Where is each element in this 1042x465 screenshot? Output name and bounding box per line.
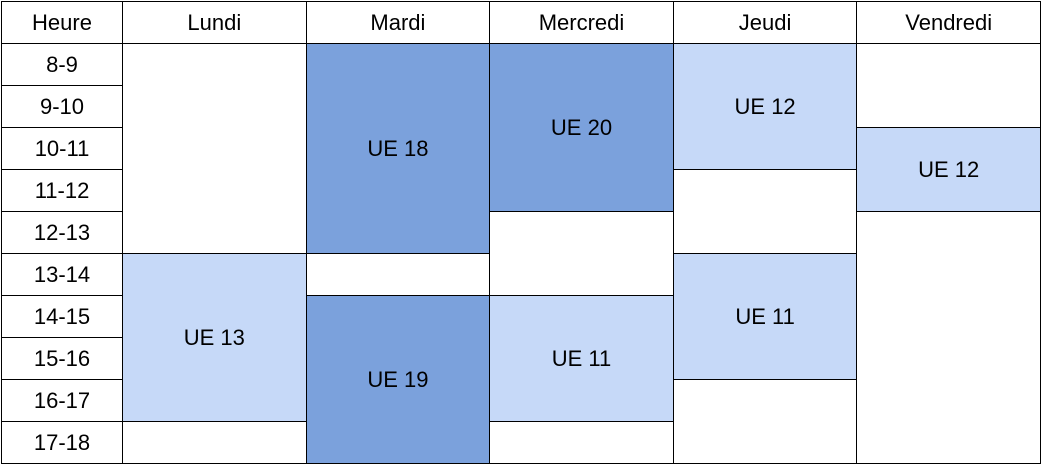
vendredi-free-early <box>856 43 1041 128</box>
hour-cell: 17-18 <box>0 421 124 464</box>
course-mercredi-ue20: UE 20 <box>489 43 674 212</box>
mardi-free-midday <box>305 253 491 296</box>
hour-cell: 15-16 <box>0 337 124 380</box>
hour-cell: 12-13 <box>0 211 124 254</box>
course-mercredi-ue11: UE 11 <box>489 295 674 422</box>
jeudi-free-late <box>672 379 858 464</box>
table-row: 10-11 UE 12 <box>0 127 1041 212</box>
mercredi-free-late <box>489 421 674 464</box>
table-row: 8-9 UE 18 UE 20 UE 12 <box>0 43 1041 254</box>
hour-cell: 14-15 <box>0 295 124 338</box>
hour-cell: 11-12 <box>0 169 124 212</box>
lundi-free-late <box>122 421 307 464</box>
course-lundi-ue13: UE 13 <box>122 253 307 422</box>
course-jeudi-ue11: UE 11 <box>672 253 858 380</box>
hour-cell: 9-10 <box>0 85 124 128</box>
hour-cell: 8-9 <box>0 43 124 86</box>
mercredi-free-midday <box>489 211 674 296</box>
header-day-lundi: Lundi <box>122 1 307 44</box>
header-day-vendredi: Vendredi <box>856 1 1041 44</box>
table-row: 16-17 <box>0 379 1041 464</box>
table-row: 12-13 <box>0 211 1041 464</box>
table-row: 13-14 UE 13 UE 11 <box>0 253 1041 422</box>
hour-cell: 13-14 <box>0 253 124 296</box>
course-jeudi-ue12: UE 12 <box>672 43 858 170</box>
table-row: 9-10 <box>0 85 1041 128</box>
table-row: 14-15 UE 19 UE 11 <box>0 295 1041 464</box>
header-hour: Heure <box>0 1 124 44</box>
hour-cell: 10-11 <box>0 127 124 170</box>
header-day-mercredi: Mercredi <box>489 1 674 44</box>
vendredi-free-afternoon <box>856 211 1041 464</box>
header-day-mardi: Mardi <box>305 1 491 44</box>
table-row: 15-16 <box>0 337 1041 380</box>
course-vendredi-ue12: UE 12 <box>856 127 1041 212</box>
header-day-jeudi: Jeudi <box>672 1 858 44</box>
table-row: 11-12 <box>0 169 1041 254</box>
header-row: Heure Lundi Mardi Mercredi Jeudi Vendred… <box>0 1 1041 44</box>
table-row: 17-18 <box>0 421 1041 464</box>
course-mardi-ue19: UE 19 <box>305 295 491 464</box>
lundi-free-morning <box>122 43 307 254</box>
jeudi-free-midday <box>672 169 858 254</box>
hour-cell: 16-17 <box>0 379 124 422</box>
course-mardi-ue18: UE 18 <box>305 43 491 254</box>
